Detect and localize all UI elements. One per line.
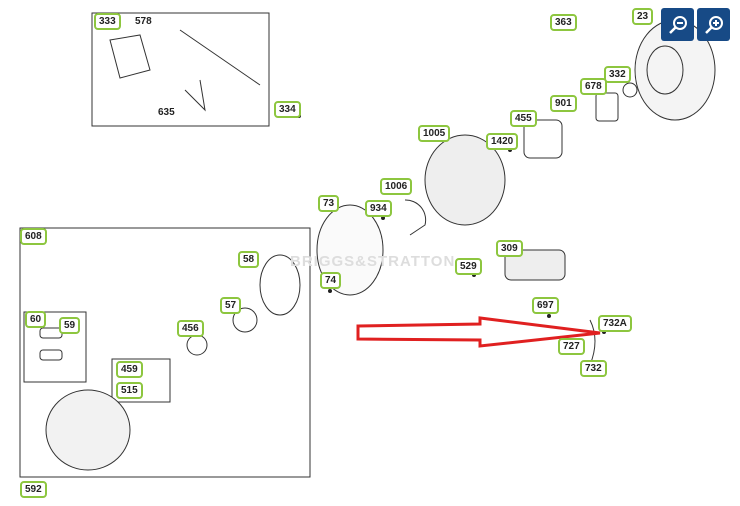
part-shroud-piece	[404, 199, 427, 236]
callout-592[interactable]: 592	[20, 481, 47, 498]
callout-332[interactable]: 332	[604, 66, 631, 83]
callout-697[interactable]: 697	[532, 297, 559, 314]
part-starter-motor	[504, 249, 566, 281]
zoom-out-button[interactable]	[661, 8, 694, 41]
callout-459[interactable]: 459	[116, 361, 143, 378]
callout-608[interactable]: 608	[20, 228, 47, 245]
group-box-459	[111, 358, 171, 403]
callout-635[interactable]: 635	[158, 107, 175, 118]
part-clutch	[595, 92, 619, 122]
callout-309[interactable]: 309	[496, 240, 523, 257]
red-arrow-indicator	[356, 316, 601, 348]
zoom-in-icon	[705, 16, 723, 34]
callout-901[interactable]: 901	[550, 95, 577, 112]
callout-515[interactable]: 515	[116, 382, 143, 399]
part-starter-cup	[523, 119, 563, 159]
group-box-608	[19, 227, 311, 478]
callout-57[interactable]: 57	[220, 297, 242, 314]
callout-23[interactable]: 23	[632, 8, 654, 25]
callout-455[interactable]: 455	[510, 110, 537, 127]
part-bracket	[589, 319, 596, 366]
callout-732A[interactable]: 732A	[598, 315, 632, 332]
part-fan	[424, 134, 506, 226]
callout-58[interactable]: 58	[238, 251, 260, 268]
group-box-333	[91, 12, 270, 127]
callout-529[interactable]: 529	[455, 258, 482, 275]
callout-74[interactable]: 74	[320, 272, 342, 289]
callout-73[interactable]: 73	[318, 195, 340, 212]
callout-1420[interactable]: 1420	[486, 133, 519, 150]
part-nut	[622, 82, 638, 98]
callout-934[interactable]: 934	[365, 200, 392, 217]
callout-59[interactable]: 59	[59, 317, 81, 334]
callout-678[interactable]: 678	[580, 78, 607, 95]
part-spring	[259, 254, 301, 316]
callout-578[interactable]: 578	[135, 16, 152, 27]
part-pawl	[232, 307, 258, 333]
zoom-in-button[interactable]	[697, 8, 730, 41]
callout-732[interactable]: 732	[580, 360, 607, 377]
callout-60[interactable]: 60	[25, 311, 47, 328]
callout-456[interactable]: 456	[177, 320, 204, 337]
watermark: BRIGGS&STRATTON	[290, 253, 456, 270]
part-throttle-control	[109, 29, 261, 112]
part-retainer	[186, 334, 208, 356]
group-box-60	[23, 311, 87, 383]
zoom-out-icon	[669, 16, 687, 34]
callout-1005[interactable]: 1005	[418, 125, 451, 142]
callout-727[interactable]: 727	[558, 338, 585, 355]
callout-334[interactable]: 334	[274, 101, 301, 118]
callout-1006[interactable]: 1006	[380, 178, 413, 195]
callout-333[interactable]: 333	[94, 13, 121, 30]
part-recoil-housing	[45, 389, 131, 471]
callout-363[interactable]: 363	[550, 14, 577, 31]
